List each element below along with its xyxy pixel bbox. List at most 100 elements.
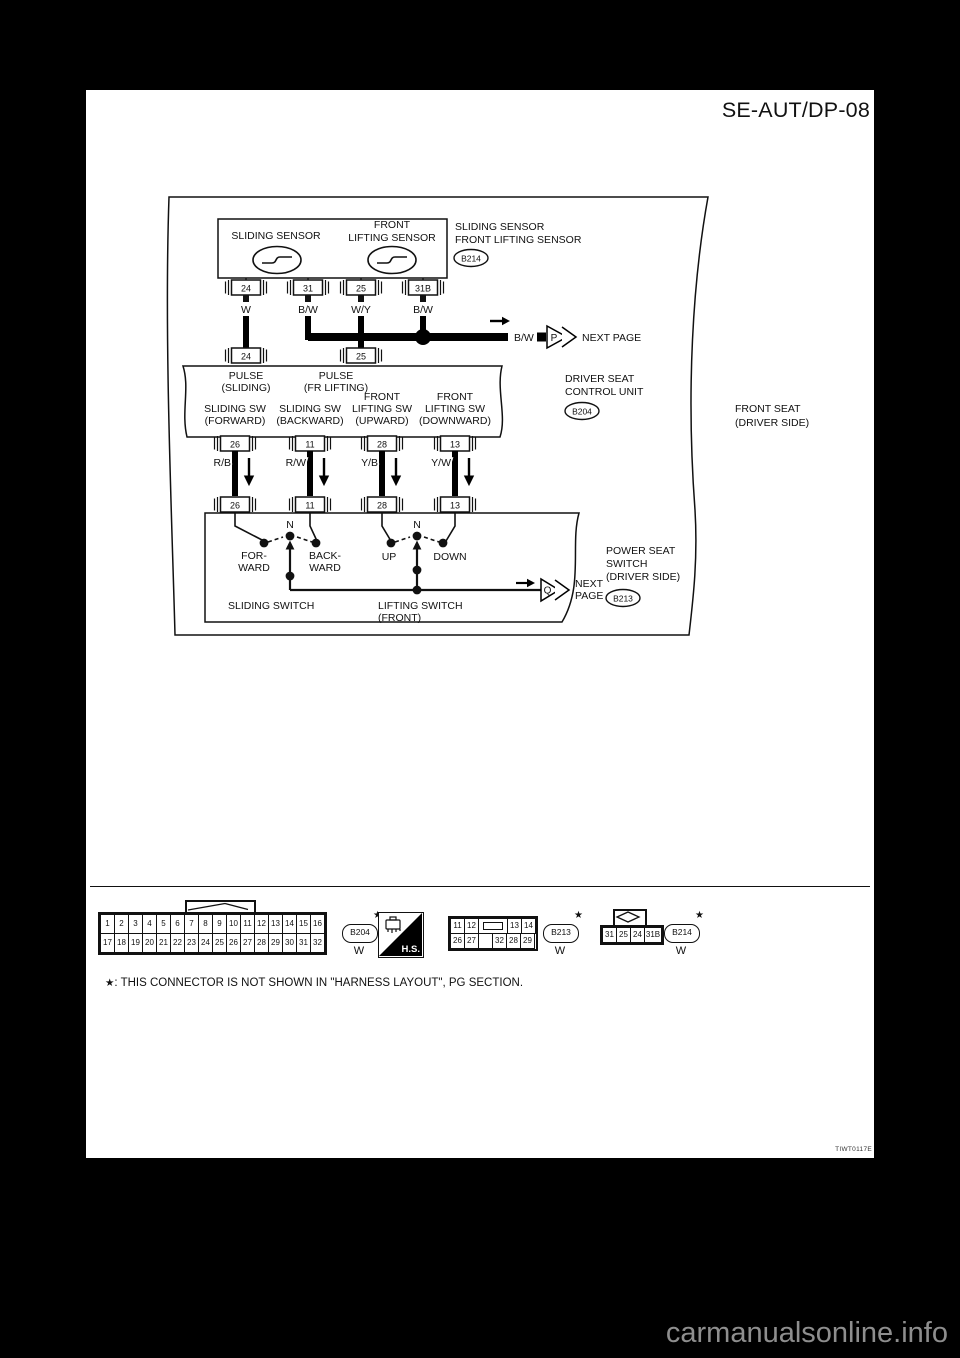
connector-id-b213: B213 bbox=[613, 594, 633, 604]
forward-label2: WARD bbox=[238, 562, 270, 574]
b204-pin: 25 bbox=[212, 933, 227, 953]
wire-yb: Y/B bbox=[361, 457, 378, 469]
connector-id-b214: B214 bbox=[461, 254, 481, 264]
sw-pin-26: 26 bbox=[230, 501, 240, 511]
connector-oval-b213 bbox=[605, 588, 641, 608]
b204-pin: 30 bbox=[282, 933, 297, 953]
b204-oval: B204 bbox=[342, 924, 378, 943]
b204-pin: 20 bbox=[142, 933, 157, 953]
seat-switch-name3: (DRIVER SIDE) bbox=[606, 571, 680, 583]
b213-pin: 28 bbox=[506, 933, 521, 949]
b204-pin: 21 bbox=[156, 933, 171, 953]
direction-arrow-icon bbox=[502, 316, 510, 326]
b204-pin: 4 bbox=[142, 914, 157, 934]
b213-key-rect bbox=[483, 922, 503, 930]
sliding-sensor-icon bbox=[252, 245, 302, 275]
front-lifting-sensor-icon bbox=[367, 245, 417, 275]
wire-wy: W/Y bbox=[351, 304, 371, 316]
b204-pin: 16 bbox=[310, 914, 325, 934]
b214-star: ★ bbox=[695, 910, 704, 921]
bus-to-next-page: B/W P NEXT PAGE bbox=[308, 316, 641, 350]
manual-sheet: SE-AUT/DP-08 FRONT SEAT (DRIVER SIDE) SL… bbox=[86, 90, 874, 1158]
lifting-sw-down-label: FRONT bbox=[437, 391, 474, 403]
next-page-label: NEXT PAGE bbox=[582, 332, 641, 344]
cu-pin-11: 11 bbox=[305, 440, 314, 450]
b213-color: W bbox=[554, 945, 566, 957]
footnote: ★: THIS CONNECTOR IS NOT SHOWN IN "HARNE… bbox=[105, 977, 523, 989]
b204-pin: 14 bbox=[282, 914, 297, 934]
wire-bw2: B/W bbox=[413, 304, 433, 316]
footnote-text: : THIS CONNECTOR IS NOT SHOWN IN "HARNES… bbox=[114, 977, 524, 989]
b214-pin: 31B bbox=[644, 927, 662, 943]
b204-pin: 18 bbox=[114, 933, 129, 953]
pulse-frlifting-label: PULSE bbox=[319, 370, 353, 382]
cu-pin-24: 24 bbox=[241, 352, 251, 362]
sw-pin-13: 13 bbox=[450, 501, 460, 511]
page-flag-q bbox=[540, 577, 561, 603]
b204-pin: 6 bbox=[170, 914, 185, 934]
b204-pin: 9 bbox=[212, 914, 227, 934]
b213-pin: 26 bbox=[450, 933, 465, 949]
b213-pin: 32 bbox=[492, 933, 507, 949]
b204-pin: 15 bbox=[296, 914, 311, 934]
b213-oval: B213 bbox=[543, 924, 579, 943]
backward-label2: WARD bbox=[309, 562, 341, 574]
sw-pin-28: 28 bbox=[377, 501, 387, 511]
front-seat-label: FRONT SEAT bbox=[735, 403, 801, 415]
b204-pin: 29 bbox=[268, 933, 283, 953]
b213-pin: 12 bbox=[464, 918, 479, 934]
lifting-switch-label: LIFTING SWITCH bbox=[378, 600, 463, 612]
neutral-label-lifting: N bbox=[413, 519, 421, 531]
b204-pin: 5 bbox=[156, 914, 171, 934]
b204-pin: 17 bbox=[100, 933, 115, 953]
b214-oval: B214 bbox=[664, 924, 700, 943]
b213-pin: 14 bbox=[521, 918, 536, 934]
lifting-switch-label2: (FRONT) bbox=[378, 612, 421, 624]
b213-pin: 11 bbox=[450, 918, 465, 934]
sliding-sw-forward-label: SLIDING SW bbox=[204, 403, 266, 415]
next-page-label2: NEXT bbox=[575, 578, 604, 590]
watermark: carmanualsonline.info bbox=[665, 1317, 948, 1349]
cu-pin-28: 28 bbox=[377, 440, 387, 450]
b213-key-cell bbox=[478, 918, 508, 934]
wire-rw: R/W bbox=[286, 457, 307, 469]
b214-pin: 31 bbox=[602, 927, 617, 943]
b204-pin: 7 bbox=[184, 914, 199, 934]
control-unit-block: 24 25 PULSE (SLIDING) PULSE (FR LIFTING)… bbox=[181, 347, 644, 496]
b214-tag: ★ B214 W bbox=[664, 910, 704, 957]
b213-blank-cell bbox=[478, 933, 493, 949]
section-divider bbox=[90, 886, 870, 887]
b204-pin: 22 bbox=[170, 933, 185, 953]
lifting-sw-up-label: FRONT bbox=[364, 391, 401, 403]
pin-24: 24 bbox=[241, 284, 251, 294]
seat-switch-name2: SWITCH bbox=[606, 558, 647, 570]
wire-rb: R/B bbox=[213, 457, 231, 469]
front-lifting-sensor-label: FRONT bbox=[374, 219, 411, 231]
sw-pin-11: 11 bbox=[305, 501, 314, 511]
wire-yw: Y/W bbox=[431, 457, 451, 469]
b204-pin: 31 bbox=[296, 933, 311, 953]
hs-badge: H.S. bbox=[378, 912, 424, 958]
next-page-label3: PAGE bbox=[575, 590, 603, 602]
b204-pin: 12 bbox=[254, 914, 269, 934]
flag-letter-q: Q bbox=[544, 586, 552, 597]
front-seat-label2: (DRIVER SIDE) bbox=[735, 417, 809, 429]
sensor-side-label2: FRONT LIFTING SENSOR bbox=[455, 234, 582, 246]
wire-bw: B/W bbox=[298, 304, 318, 316]
b204-pin: 2 bbox=[114, 914, 129, 934]
b214-connector-bump bbox=[613, 909, 647, 927]
b204-pin: 23 bbox=[184, 933, 199, 953]
b204-pin: 26 bbox=[226, 933, 241, 953]
sensor-side-label: SLIDING SENSOR bbox=[455, 221, 545, 233]
sliding-sw-backward-label: SLIDING SW bbox=[279, 403, 341, 415]
lifting-sw-down-label2: LIFTING SW bbox=[425, 403, 485, 415]
b214-pin: 24 bbox=[630, 927, 645, 943]
seat-switch-block: 26 11 28 13 bbox=[204, 496, 680, 624]
page-flag-p bbox=[546, 324, 569, 350]
seat-switch-outline bbox=[204, 512, 580, 623]
up-label: UP bbox=[382, 551, 397, 563]
b213-pin: 29 bbox=[520, 933, 535, 949]
wire-w: W bbox=[241, 304, 251, 316]
b204-pin: 10 bbox=[226, 914, 241, 934]
